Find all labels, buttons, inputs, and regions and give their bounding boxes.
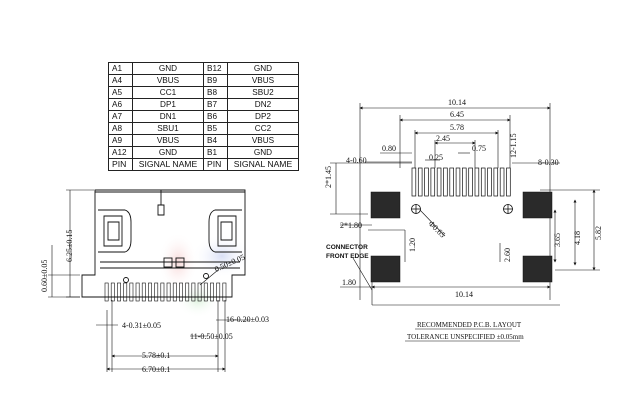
dim-2x180: 2*1.80	[340, 221, 362, 230]
connector-pin	[141, 282, 146, 302]
pcb-holes	[411, 204, 513, 214]
pin-header-b: PIN	[203, 158, 228, 171]
dim-pad-span: 6.45	[450, 110, 464, 119]
connector-pin	[148, 282, 152, 302]
dim-245: 2.45	[436, 134, 450, 143]
dim-4x060: 4-0.60	[346, 156, 367, 165]
pcb-signal-pad	[468, 167, 473, 197]
dim-8x030: 8-0.30	[538, 158, 559, 167]
pcb-signal-pad	[455, 167, 461, 197]
connector-pin	[210, 282, 214, 302]
pcb-signal-pad	[462, 167, 467, 197]
connector-pin	[166, 282, 171, 302]
pcb-layout-view	[330, 103, 600, 306]
pcb-dimension-labels: 10.14 6.45 5.78 2.45 0.80 0.75 0.25 4-0.…	[324, 98, 603, 341]
left-view-dimensions	[48, 189, 250, 372]
dim-260: 2.60	[503, 248, 512, 262]
pcb-signal-pad	[443, 167, 448, 197]
pcb-signal-pad	[430, 167, 436, 197]
pcb-signal-pad	[424, 167, 429, 197]
connector-pin	[110, 282, 115, 302]
connector-pin	[172, 282, 177, 302]
connector-pin	[203, 282, 208, 302]
connector-pin	[179, 282, 183, 302]
pcb-signal-pad	[487, 167, 492, 197]
connector-front-view	[81, 189, 246, 298]
connector-pin	[185, 282, 190, 302]
pcb-mount-pads	[370, 191, 553, 283]
connector-pin	[117, 282, 121, 302]
dim-width-outer: 6.70±0.1	[142, 365, 170, 374]
dim-pin-width: 16-0.20±0.03	[226, 315, 269, 324]
connector-pin	[104, 282, 109, 302]
dim-120: 1.20	[408, 238, 417, 252]
connector-pin	[129, 282, 134, 302]
pcb-signal-pad	[506, 167, 511, 197]
dim-2x145: 2*1.45	[324, 166, 333, 188]
dim-418: 4.18	[573, 231, 582, 245]
layout-caption: RECOMMENDED P.C.B. LAYOUT	[417, 321, 522, 329]
dim-pins: 11-0.50±0.05	[190, 332, 233, 341]
dim-080: 0.80	[382, 144, 396, 153]
pcb-signal-pad	[417, 167, 423, 197]
dim-bottom: 10.14	[455, 290, 473, 299]
dim-overall: 10.14	[448, 98, 466, 107]
connector-pin	[197, 282, 202, 302]
connector-pin	[222, 282, 227, 302]
connector-label: CONNECTOR	[326, 244, 368, 251]
caption-rules	[405, 328, 520, 342]
dim-width-inner: 5.78±0.1	[142, 351, 170, 360]
connector-pin	[135, 282, 140, 302]
dim-582: 5.82	[594, 226, 603, 240]
pcb-signal-pad	[436, 167, 442, 197]
dim-hole: 4-0.31±0.05	[122, 321, 161, 330]
pcb-signal-pad	[493, 167, 499, 197]
pcb-signal-pad	[499, 167, 505, 197]
dim-hole-dia: Φ0.65	[427, 219, 447, 239]
dim-075: 0.75	[472, 144, 486, 153]
signal-header-b: SIGNAL NAME	[227, 158, 299, 171]
pcb-signal-pad	[480, 167, 486, 197]
signal-b-cell: CC2	[227, 122, 299, 135]
dim-180: 1.80	[342, 278, 356, 287]
pcb-signal-pads	[411, 167, 511, 197]
pcb-signal-pad	[449, 167, 454, 197]
dim-pad-inner: 5.78	[450, 123, 464, 132]
front-edge-label: FRONT EDGE	[326, 253, 369, 260]
connector-pin	[154, 282, 159, 302]
connector-pin	[191, 282, 196, 302]
connector-pin	[123, 282, 128, 302]
dim-025: 0.25	[429, 153, 443, 162]
dim-365: 3.65	[553, 233, 562, 247]
dim-height-total: 6.25±0.15	[65, 230, 74, 262]
dim-12x115: 12-1.15	[509, 133, 518, 158]
connector-pin-row	[104, 282, 227, 302]
dim-height-low: 0.60±0.05	[40, 260, 49, 292]
tolerance-caption: TOLERANCE UNSPECIFIED ±0.05mm	[407, 333, 524, 341]
pcb-signal-pad	[411, 167, 417, 197]
connector-pin	[160, 282, 165, 302]
pcb-signal-pad	[474, 167, 480, 197]
